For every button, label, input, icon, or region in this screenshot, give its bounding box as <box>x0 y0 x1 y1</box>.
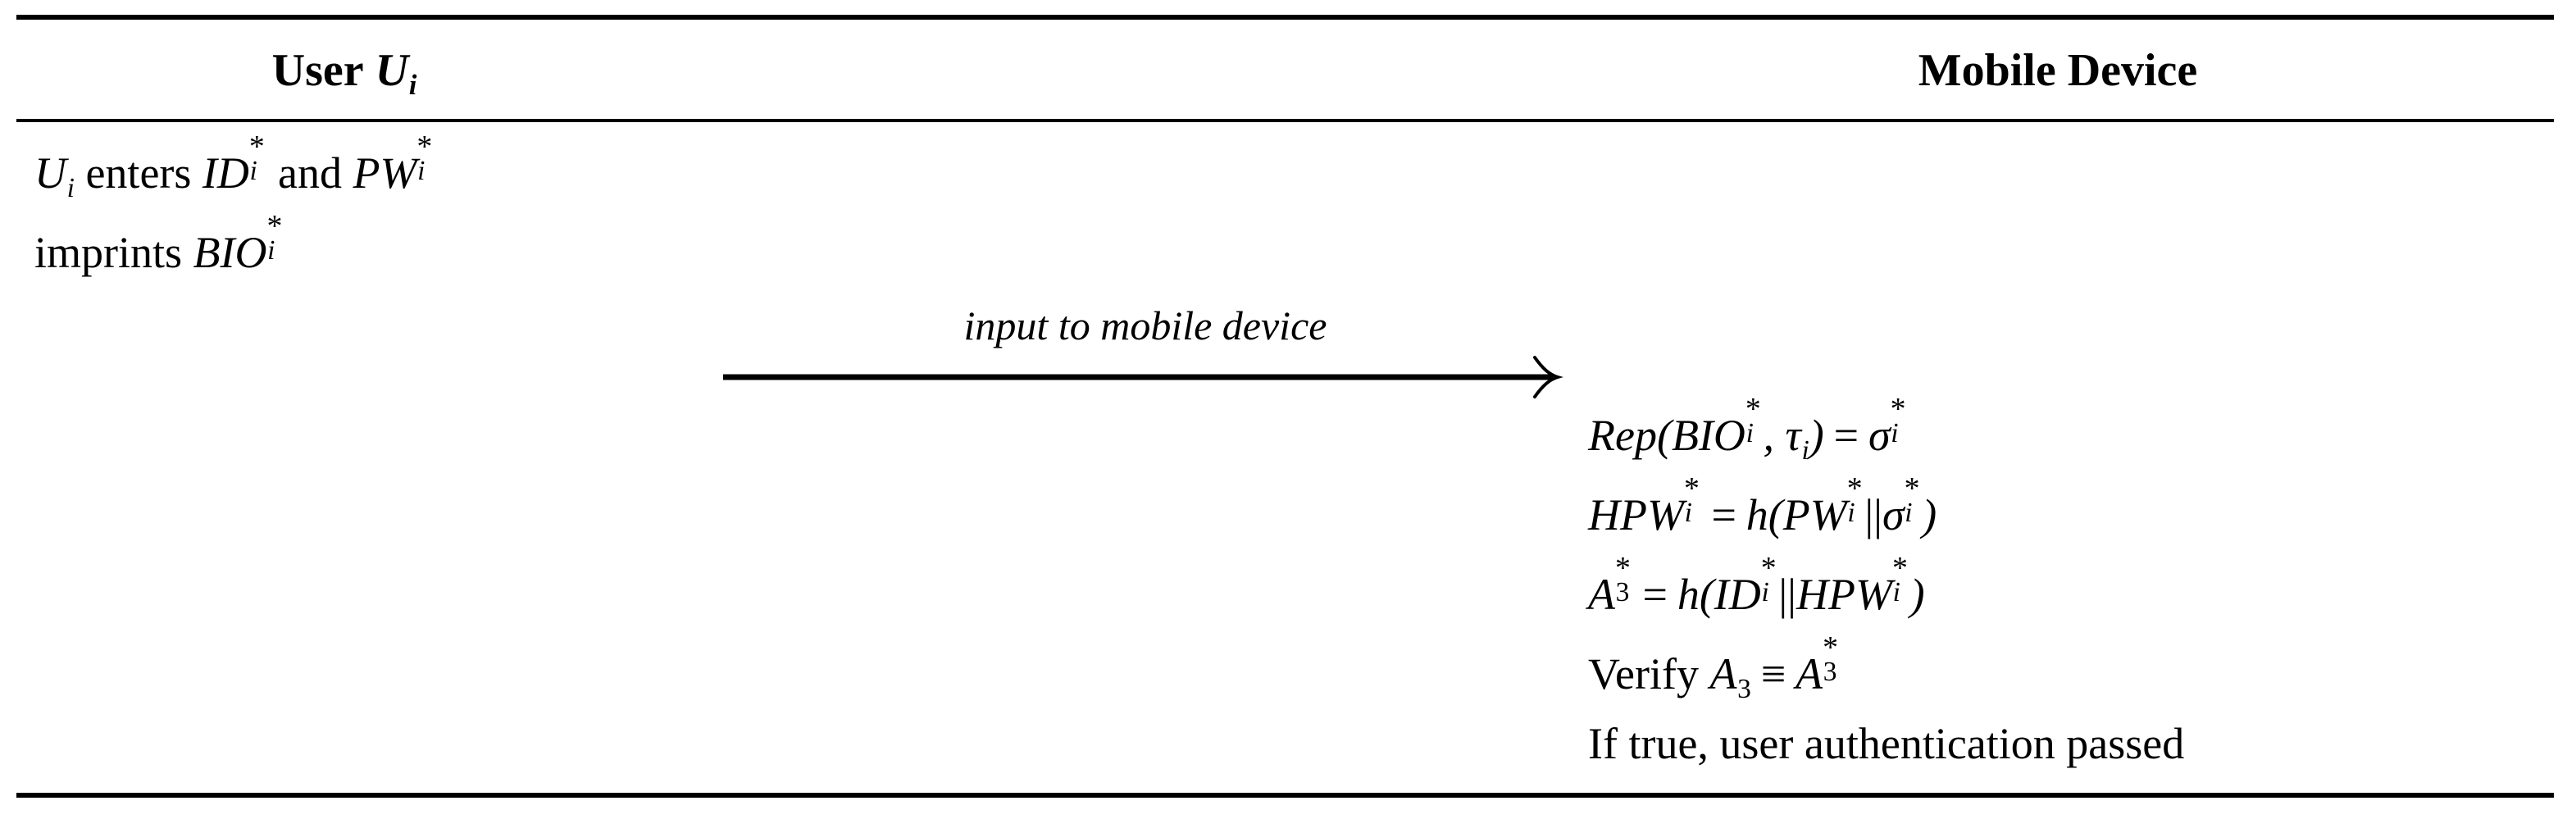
star-glyph: * <box>1846 471 1863 507</box>
subscript-i: i <box>1891 418 1899 449</box>
symbol-id: ID <box>1714 570 1761 619</box>
right-paren: ) <box>1909 570 1925 619</box>
star-glyph: * <box>416 130 433 165</box>
symbol-id: ID <box>202 148 249 198</box>
star-glyph: * <box>1823 630 1838 666</box>
subscript-i: i <box>267 235 275 266</box>
star-glyph: * <box>1760 551 1777 586</box>
star-glyph: * <box>1745 392 1761 427</box>
star-sub-hpw: *i <box>1684 474 1702 530</box>
table-rule-top <box>16 15 2554 20</box>
subscript-3: 3 <box>1737 673 1751 704</box>
subscript-i: i <box>1847 498 1855 529</box>
subscript-i: i <box>1761 577 1769 608</box>
device-step-line-5: If true, user authentication passed <box>1588 719 2185 768</box>
subscript-i: i <box>1684 498 1692 529</box>
equals-sign: = <box>1711 490 1736 539</box>
word-verify: Verify <box>1588 649 1699 698</box>
user-step-line-2: imprints BIO*i <box>34 212 284 277</box>
function-h: h <box>1677 570 1700 619</box>
equivalence-sign: ≡ <box>1760 649 1786 698</box>
symbol-bio: BIO <box>1671 411 1745 460</box>
symbol-u: U <box>34 148 66 198</box>
equals-sign: = <box>1642 570 1668 619</box>
star-sub-pw: *i <box>416 132 435 188</box>
device-step-line-1: Rep(BIO*i, τi)=σ*i <box>1588 394 1909 466</box>
arrow-right-icon <box>723 356 1563 398</box>
left-paren: ( <box>1699 570 1714 619</box>
star-sub-hpw: *i <box>1892 553 1910 609</box>
word-enters: enters <box>85 148 192 198</box>
function-rep: Rep <box>1588 411 1657 460</box>
symbol-a-star: A <box>1795 649 1823 698</box>
equals-sign: = <box>1833 411 1859 460</box>
subscript-i: i <box>1801 435 1809 466</box>
left-paren: ( <box>1656 411 1672 460</box>
device-step-line-4: Verify A3≡A*3 <box>1588 633 1841 704</box>
star-sub-id: *i <box>1761 553 1779 609</box>
subscript-i: i <box>1905 498 1913 529</box>
function-h: h <box>1745 490 1768 539</box>
word-and: and <box>277 148 342 198</box>
column-header-mobile-device: Mobile Device <box>1918 45 2198 96</box>
device-step-line-3: A*3=h(ID*i||HPW*i) <box>1588 553 1925 619</box>
star-sub-bio: *i <box>266 212 284 267</box>
star-sub-a: *3 <box>1615 553 1633 609</box>
user-step-line-1: Ui enters ID*i and PW*i <box>34 132 435 203</box>
star-glyph: * <box>266 209 283 244</box>
star-glyph: * <box>1890 392 1906 427</box>
star-glyph: * <box>1615 551 1631 586</box>
right-paren: ) <box>1922 490 1937 539</box>
subscript-3: 3 <box>1615 577 1630 608</box>
column-header-user-symbol: U <box>375 45 409 96</box>
right-paren: ) <box>1809 411 1824 460</box>
symbol-hpw: HPW <box>1588 490 1684 539</box>
star-glyph: * <box>1904 471 1920 507</box>
device-step-line-2: HPW*i=h(PW*i||σ*i) <box>1588 474 1937 539</box>
star-sub-a: *3 <box>1823 633 1841 689</box>
subscript-3: 3 <box>1823 657 1837 688</box>
message-arrow-label: input to mobile device <box>963 303 1327 348</box>
star-glyph: * <box>1683 471 1700 507</box>
star-sub-sigma: *i <box>1905 474 1923 530</box>
symbol-pw: PW <box>1782 490 1847 539</box>
column-header-user-subscript: i <box>408 69 417 102</box>
comma: , <box>1763 411 1775 460</box>
star-sub-pw: *i <box>1847 474 1865 530</box>
symbol-tau: τ <box>1785 411 1801 460</box>
star-sub-bio: *i <box>1745 394 1764 450</box>
symbol-sigma: σ <box>1868 411 1891 460</box>
table-rule-header-separator <box>16 119 2554 122</box>
column-header-user-text: User <box>271 45 364 96</box>
subscript-i: i <box>249 156 257 187</box>
symbol-a: A <box>1709 649 1737 698</box>
symbol-bio: BIO <box>193 228 267 277</box>
subscript-i: i <box>1745 418 1754 449</box>
star-glyph: * <box>1891 551 1908 586</box>
subscript-i: i <box>66 172 75 203</box>
concat-operator: || <box>1864 490 1882 539</box>
symbol-sigma: σ <box>1882 490 1905 539</box>
symbol-hpw: HPW <box>1796 570 1892 619</box>
star-sub-sigma: *i <box>1891 394 1909 450</box>
symbol-a: A <box>1588 570 1615 619</box>
subscript-i: i <box>1892 577 1900 608</box>
subscript-i: i <box>417 156 426 187</box>
table-rule-bottom <box>16 793 2554 798</box>
star-glyph: * <box>248 130 265 165</box>
column-header-user: User Ui <box>0 48 689 100</box>
star-sub-id: *i <box>249 132 267 188</box>
concat-operator: || <box>1778 570 1796 619</box>
left-paren: ( <box>1768 490 1783 539</box>
message-arrow: input to mobile device <box>723 305 1568 403</box>
word-imprints: imprints <box>34 228 183 277</box>
symbol-pw: PW <box>353 148 417 198</box>
